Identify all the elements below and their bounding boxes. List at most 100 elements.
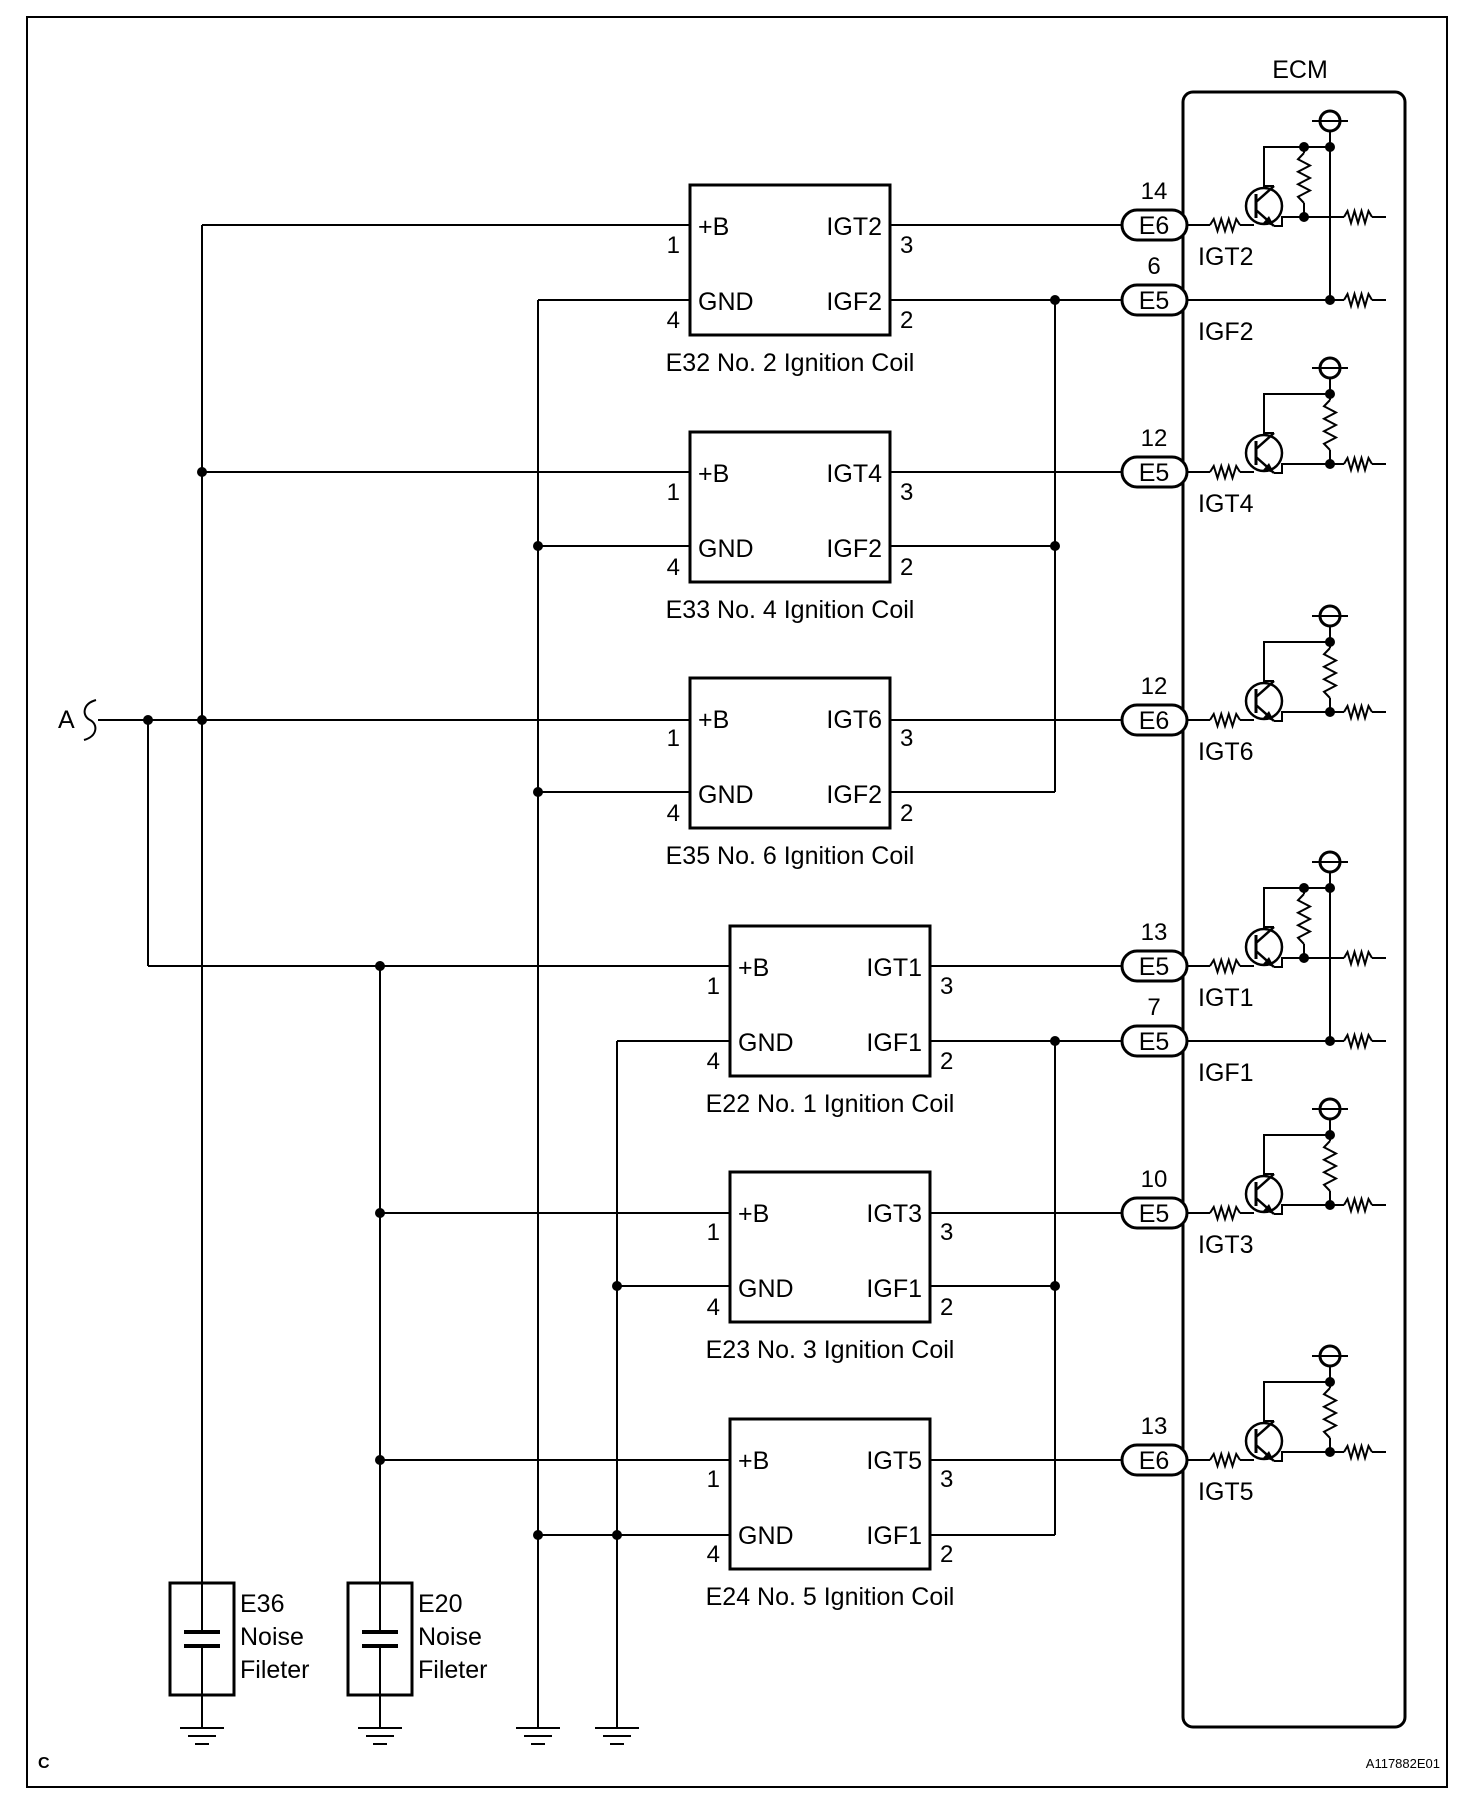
transistor-icon bbox=[1244, 925, 1284, 969]
pin-label-igf: IGF2 bbox=[826, 781, 882, 809]
pin-label-gnd: GND bbox=[738, 1275, 794, 1303]
pin-number: 3 bbox=[900, 725, 913, 752]
connector-name: E6 bbox=[1139, 1447, 1170, 1475]
pin-number: 1 bbox=[667, 725, 680, 752]
pin-number: 4 bbox=[667, 307, 680, 334]
noise-filter-e36: E36 Noise Fileter bbox=[168, 1581, 309, 1745]
pin-number: 3 bbox=[900, 232, 913, 259]
pin-number: 2 bbox=[900, 800, 913, 827]
connector-signal: IGT3 bbox=[1198, 1231, 1254, 1259]
ground-icon bbox=[179, 1727, 225, 1745]
pin-label-b: +B bbox=[698, 460, 729, 488]
pin-label-gnd: GND bbox=[698, 288, 754, 316]
pin-label-igf: IGF2 bbox=[826, 288, 882, 316]
vcc-icon bbox=[1310, 1097, 1350, 1121]
connector-signal: IGT1 bbox=[1198, 984, 1254, 1012]
pin-label-igt: IGT3 bbox=[866, 1200, 922, 1228]
corner-label: C bbox=[38, 1755, 50, 1772]
filter-e20-line1: E20 bbox=[418, 1590, 462, 1618]
pin-number: 4 bbox=[667, 554, 680, 581]
connector-pin: 10 bbox=[1141, 1166, 1168, 1193]
connector-pin: 12 bbox=[1141, 673, 1168, 700]
ecm-driver-4 bbox=[1206, 850, 1386, 1051]
vcc-icon bbox=[1310, 850, 1350, 874]
pin-label-igf: IGF1 bbox=[866, 1029, 922, 1057]
pin-label-igf: IGF2 bbox=[826, 535, 882, 563]
connector-signal: IGF2 bbox=[1198, 318, 1254, 346]
pin-label-igf: IGF1 bbox=[866, 1522, 922, 1550]
pin-number: 4 bbox=[707, 1294, 720, 1321]
connector-name: E5 bbox=[1139, 953, 1170, 981]
pin-label-gnd: GND bbox=[698, 781, 754, 809]
connector-signal: IGT6 bbox=[1198, 738, 1254, 766]
connector-pin: 14 bbox=[1141, 178, 1168, 205]
connector-pin: 13 bbox=[1141, 919, 1168, 946]
connector-name: E5 bbox=[1139, 287, 1170, 315]
pin-number: 4 bbox=[707, 1048, 720, 1075]
ecm-driver-3 bbox=[1206, 604, 1386, 730]
pin-label-igt: IGT4 bbox=[826, 460, 882, 488]
connector-pin: 13 bbox=[1141, 1413, 1168, 1440]
ecm-box bbox=[1181, 90, 1407, 1729]
ecm-driver-5 bbox=[1206, 1097, 1386, 1223]
coil-label: E22 No. 1 Ignition Coil bbox=[706, 1090, 955, 1118]
ecm-driver-1 bbox=[1206, 109, 1386, 310]
pin-number: 2 bbox=[940, 1541, 953, 1568]
transistor-icon bbox=[1244, 431, 1284, 475]
transistor-icon bbox=[1244, 1172, 1284, 1216]
pin-number: 3 bbox=[940, 1466, 953, 1493]
connector-name: E5 bbox=[1139, 1028, 1170, 1056]
ecm-title: ECM bbox=[1272, 56, 1328, 84]
pin-label-gnd: GND bbox=[698, 535, 754, 563]
coil-label: E33 No. 4 Ignition Coil bbox=[666, 596, 915, 624]
connector-signal: IGF1 bbox=[1198, 1059, 1254, 1087]
transistor-icon bbox=[1244, 184, 1284, 228]
pin-number: 1 bbox=[707, 1219, 720, 1246]
ecm-driver-2 bbox=[1206, 356, 1386, 482]
connector-signal: IGT4 bbox=[1198, 490, 1254, 518]
ecm-internal-circuits bbox=[1206, 109, 1386, 1470]
pin-number: 2 bbox=[940, 1048, 953, 1075]
pin-number: 3 bbox=[900, 479, 913, 506]
filter-e36-line2: Noise bbox=[240, 1623, 304, 1651]
pin-number: 3 bbox=[940, 1219, 953, 1246]
pin-number: 1 bbox=[707, 973, 720, 1000]
pin-number: 2 bbox=[940, 1294, 953, 1321]
pin-label-b: +B bbox=[738, 1447, 769, 1475]
junction-dots bbox=[143, 295, 1060, 1540]
pin-label-igf: IGF1 bbox=[866, 1275, 922, 1303]
figure-code: A117882E01 bbox=[1366, 1756, 1440, 1771]
connector-pin: 12 bbox=[1141, 425, 1168, 452]
source-label-a: A bbox=[58, 706, 75, 734]
pin-label-gnd: GND bbox=[738, 1029, 794, 1057]
filter-e20-line3: Fileter bbox=[418, 1656, 487, 1684]
coil-label: E23 No. 3 Ignition Coil bbox=[706, 1336, 955, 1364]
pin-label-igt: IGT5 bbox=[866, 1447, 922, 1475]
pin-number: 1 bbox=[667, 232, 680, 259]
page-frame bbox=[26, 16, 1448, 1788]
wiring-lines bbox=[98, 224, 1330, 1728]
pin-number: 2 bbox=[900, 554, 913, 581]
pin-label-b: +B bbox=[698, 213, 729, 241]
ground-icon bbox=[357, 1727, 403, 1745]
vcc-icon bbox=[1310, 109, 1350, 133]
filter-e20-line2: Noise bbox=[418, 1623, 482, 1651]
filter-e36-line3: Fileter bbox=[240, 1656, 309, 1684]
pin-number: 1 bbox=[707, 1466, 720, 1493]
connector-signal: IGT2 bbox=[1198, 243, 1254, 271]
connector-pin: 6 bbox=[1147, 253, 1160, 280]
pin-number: 4 bbox=[707, 1541, 720, 1568]
pin-label-igt: IGT1 bbox=[866, 954, 922, 982]
wire-break-symbol bbox=[83, 699, 97, 741]
